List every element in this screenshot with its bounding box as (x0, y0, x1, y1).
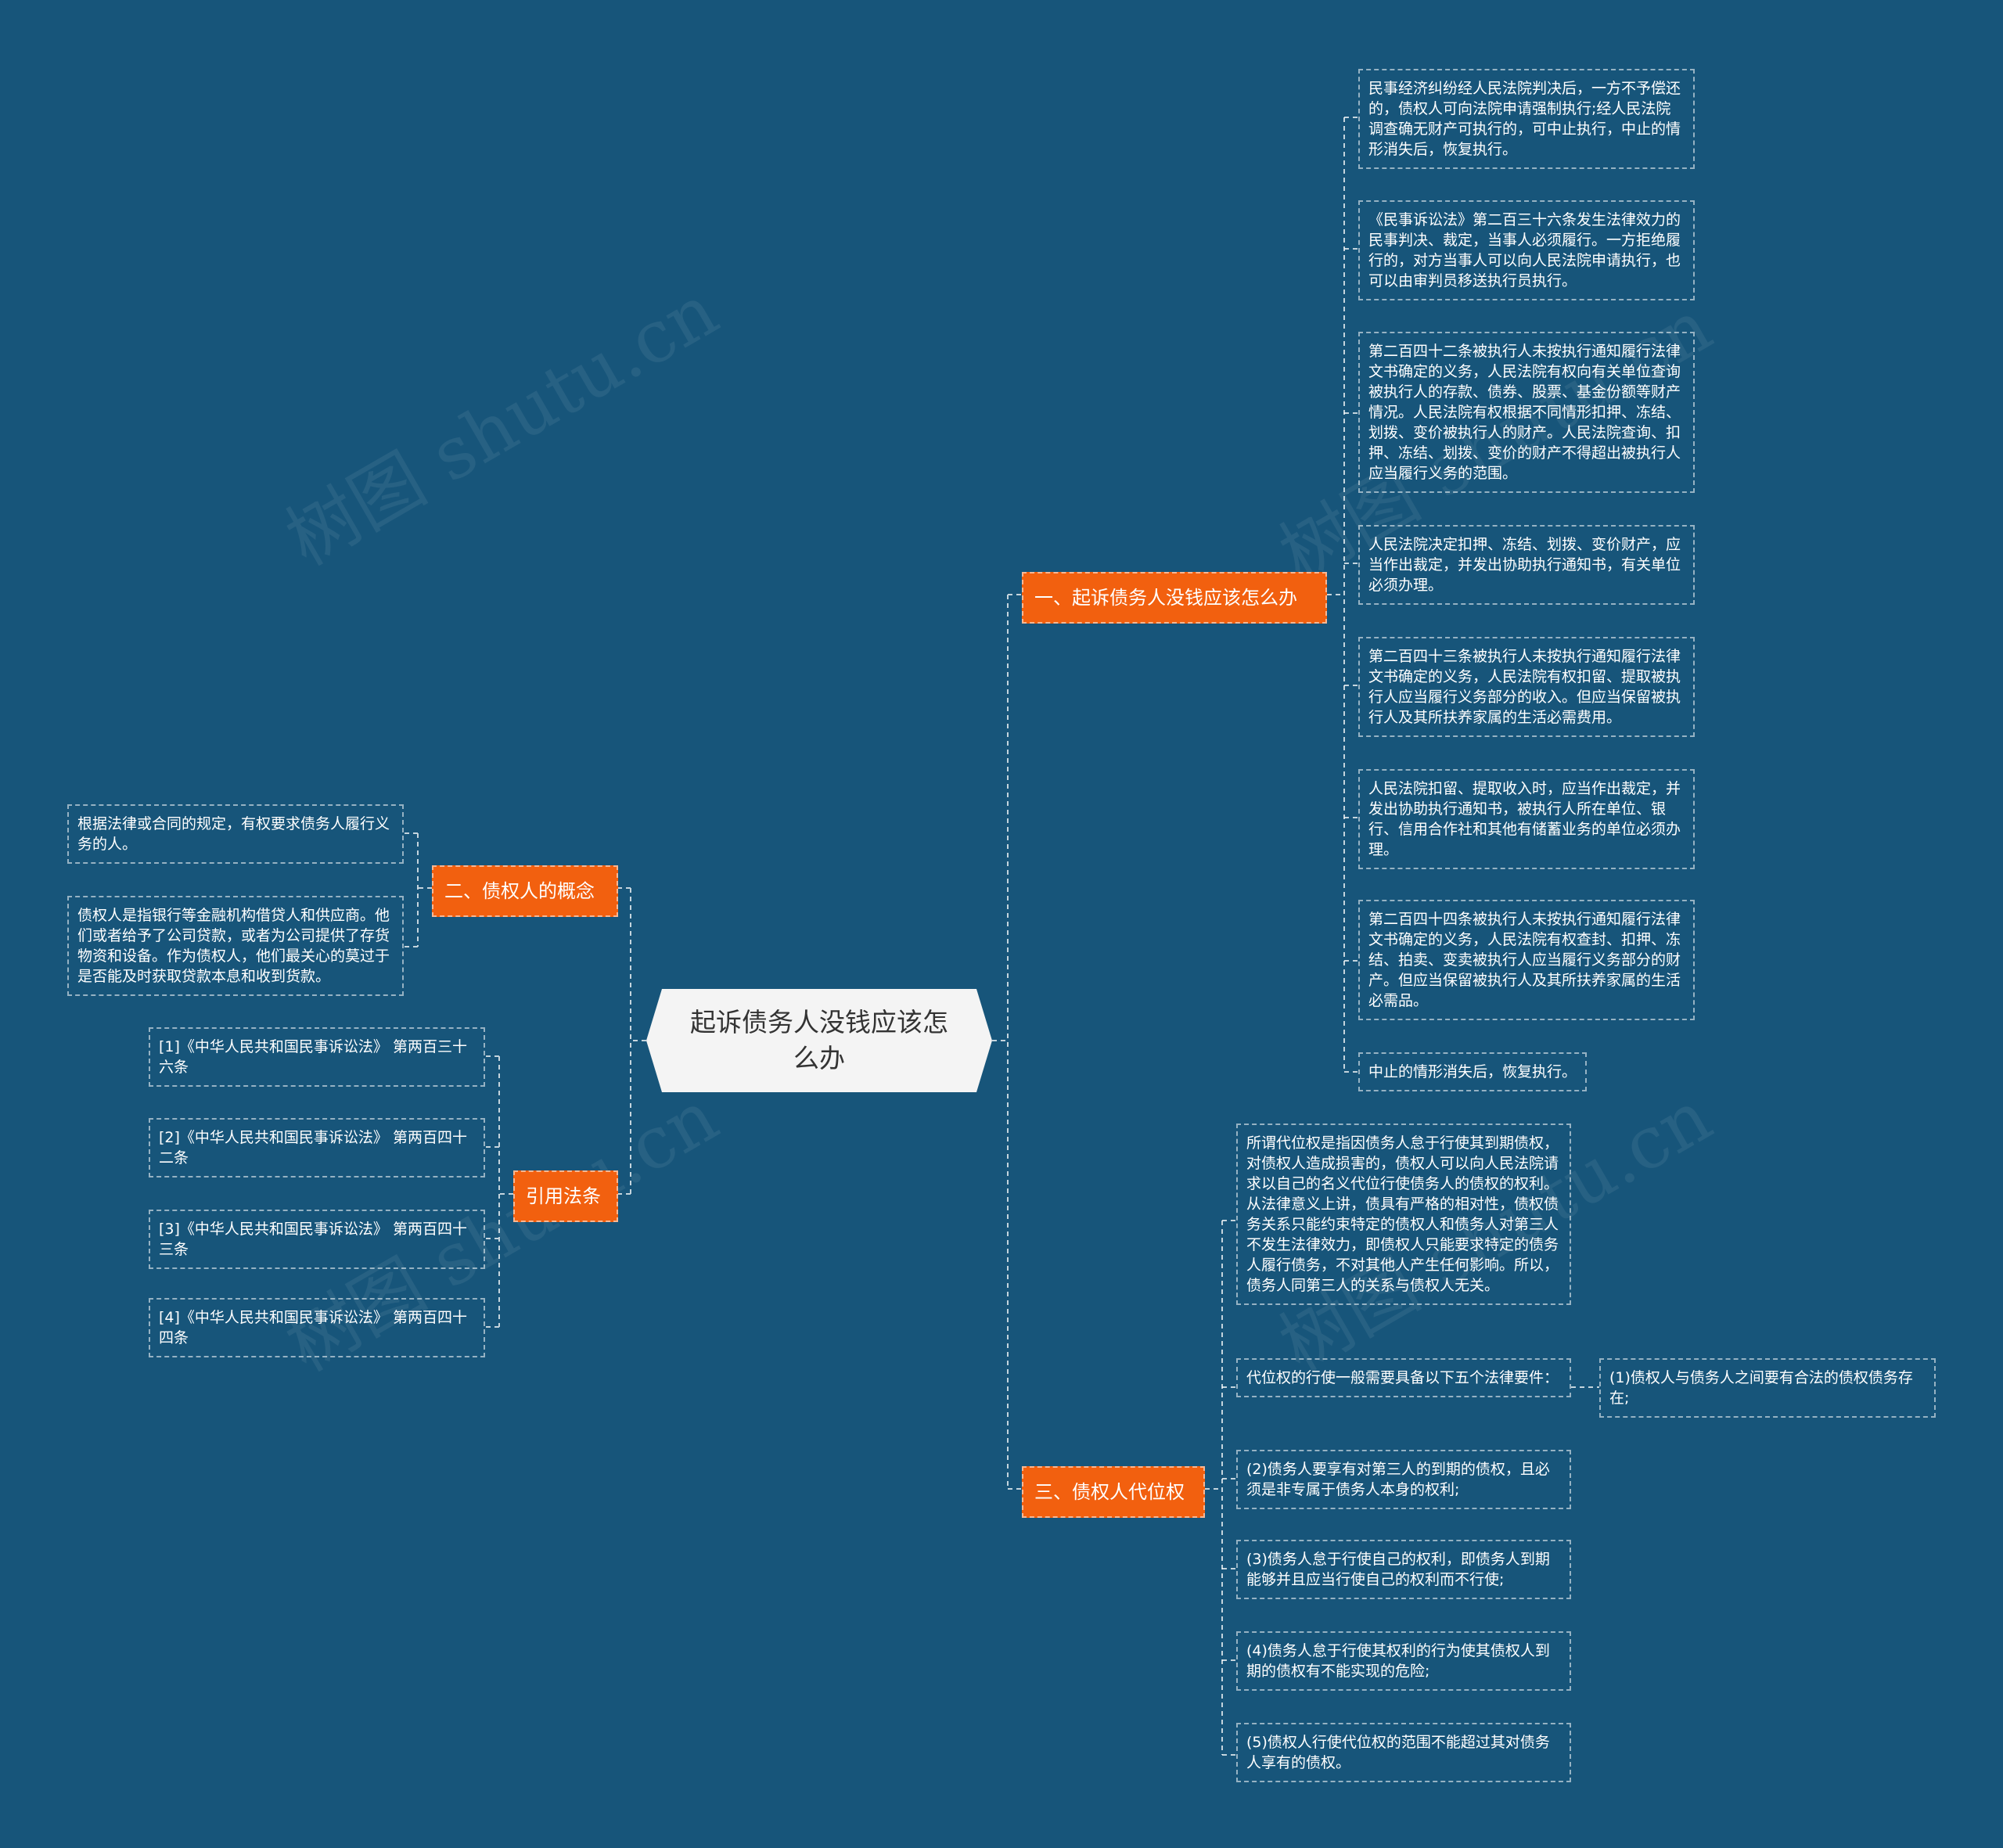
leaf-citation-4[interactable]: [4]《中华人民共和国民事诉讼法》 第两百四十四条 (149, 1298, 485, 1357)
leaf-five-requirements[interactable]: 代位权的行使一般需要具备以下五个法律要件： (1236, 1358, 1571, 1397)
leaf-requirement-5[interactable]: (5)债权人行使代位权的范围不能超过其对债务人享有的债权。 (1236, 1723, 1571, 1782)
leaf-resume-execution[interactable]: 中止的情形消失后，恢复执行。 (1358, 1052, 1588, 1091)
leaf-income-withholding[interactable]: 人民法院扣留、提取收入时，应当作出裁定，并发出协助执行通知书，被执行人所在单位、… (1358, 769, 1695, 869)
leaf-citation-3[interactable]: [3]《中华人民共和国民事诉讼法》 第两百四十三条 (149, 1210, 485, 1269)
leaf-requirement-4[interactable]: (4)债务人怠于行使其权利的行为使其债权人到期的债权有不能实现的危险; (1236, 1631, 1571, 1691)
root-topic[interactable]: 起诉债务人没钱应该怎么办 (646, 989, 992, 1092)
leaf-citation-2[interactable]: [2]《中华人民共和国民事诉讼法》 第两百四十二条 (149, 1118, 485, 1177)
root-topic-text: 起诉债务人没钱应该怎么办 (690, 1007, 948, 1073)
leaf-article-243[interactable]: 第二百四十三条被执行人未按执行通知履行法律文书确定的义务，人民法院有权扣留、提取… (1358, 637, 1695, 737)
leaf-article-244[interactable]: 第二百四十四条被执行人未按执行通知履行法律文书确定的义务，人民法院有权查封、扣押… (1358, 900, 1695, 1020)
leaf-article-236[interactable]: 《民事诉讼法》第二百三十六条发生法律效力的民事判决、裁定，当事人必须履行。一方拒… (1358, 200, 1695, 300)
leaf-requirement-2[interactable]: (2)债务人要享有对第三人的到期的债权，且必须是非专属于债务人本身的权利; (1236, 1450, 1571, 1509)
branch-what-to-do[interactable]: 一、起诉债务人没钱应该怎么办 (1022, 572, 1327, 624)
leaf-requirement-1[interactable]: (1)债权人与债务人之间要有合法的债权债务存在; (1599, 1358, 1936, 1418)
branch-creditor-concept[interactable]: 二、债权人的概念 (432, 865, 618, 917)
leaf-article-242[interactable]: 第二百四十二条被执行人未按执行通知履行法律文书确定的义务，人民法院有权向有关单位… (1358, 332, 1695, 493)
leaf-enforcement-application[interactable]: 民事经济纠纷经人民法院判决后，一方不予偿还的，债权人可向法院申请强制执行;经人民… (1358, 69, 1695, 169)
leaf-citation-1[interactable]: [1]《中华人民共和国民事诉讼法》 第两百三十六条 (149, 1027, 485, 1087)
leaf-seizure-ruling[interactable]: 人民法院决定扣押、冻结、划拨、变价财产，应当作出裁定，并发出协助执行通知书，有关… (1358, 525, 1695, 605)
leaf-subrogation-definition[interactable]: 所谓代位权是指因债务人怠于行使其到期债权，对债权人造成损害的，债权人可以向人民法… (1236, 1124, 1571, 1305)
branch-cited-laws[interactable]: 引用法条 (513, 1170, 618, 1222)
leaf-creditor-description[interactable]: 债权人是指银行等金融机构借贷人和供应商。他们或者给予了公司贷款，或者为公司提供了… (67, 896, 404, 996)
leaf-creditor-definition[interactable]: 根据法律或合同的规定，有权要求债务人履行义务的人。 (67, 804, 404, 864)
leaf-requirement-3[interactable]: (3)债务人怠于行使自己的权利，即债务人到期能够并且应当行使自己的权利而不行使; (1236, 1540, 1571, 1599)
branch-subrogation-right[interactable]: 三、债权人代位权 (1022, 1466, 1205, 1518)
